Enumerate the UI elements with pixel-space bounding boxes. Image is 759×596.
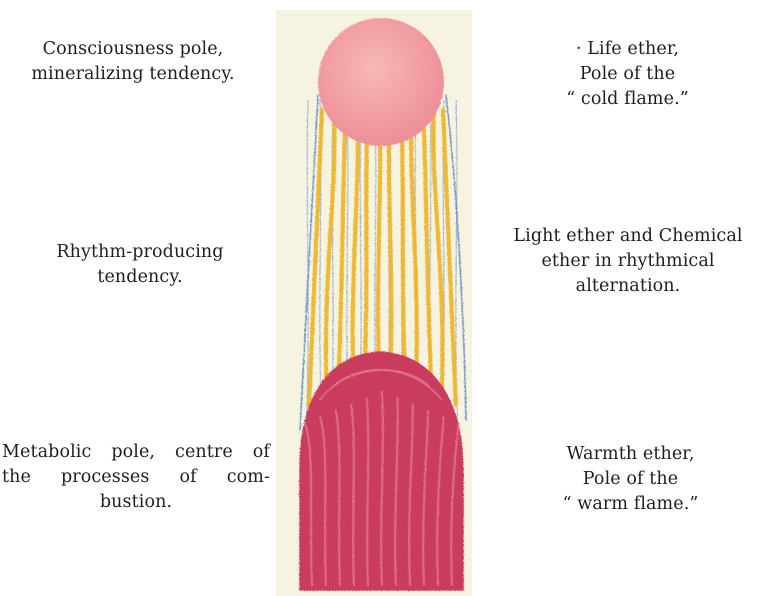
label-line: Rhythm-producing — [15, 240, 265, 265]
label-line: “ warm flame.” — [518, 492, 743, 517]
pencil-stroke — [367, 398, 369, 585]
label-line: bustion. — [2, 490, 270, 515]
label-line: Pole of the — [520, 62, 735, 87]
label-line: · Life ether, — [520, 37, 735, 62]
label-line: Pole of the — [518, 467, 743, 492]
label-rhythm-producing: Rhythm-producing tendency. — [15, 240, 265, 290]
label-life-ether: · Life ether, Pole of the “ cold flame.” — [520, 37, 735, 112]
label-line: alternation. — [497, 274, 759, 299]
label-line: “ cold flame.” — [520, 87, 735, 112]
label-line: the processes of com- — [2, 465, 270, 490]
label-consciousness-pole: Consciousness pole, mineralizing tendenc… — [8, 37, 258, 87]
label-line: Light ether and Chemical — [497, 224, 759, 249]
label-line: mineralizing tendency. — [8, 62, 258, 87]
label-line: Metabolic pole, centre of — [2, 440, 270, 465]
top-sphere-life-ether — [318, 18, 444, 146]
label-line: ether in rhythmical — [497, 249, 759, 274]
label-metabolic-pole: Metabolic pole, centre of the processes … — [2, 440, 270, 515]
bottom-dome-warmth-ether — [300, 352, 463, 590]
label-line: Warmth ether, — [518, 442, 743, 467]
label-line: Consciousness pole, — [8, 37, 258, 62]
label-line: tendency. — [15, 265, 265, 290]
label-light-chemical-ether: Light ether and Chemical ether in rhythm… — [497, 224, 759, 299]
label-warmth-ether: Warmth ether, Pole of the “ warm flame.” — [518, 442, 743, 517]
